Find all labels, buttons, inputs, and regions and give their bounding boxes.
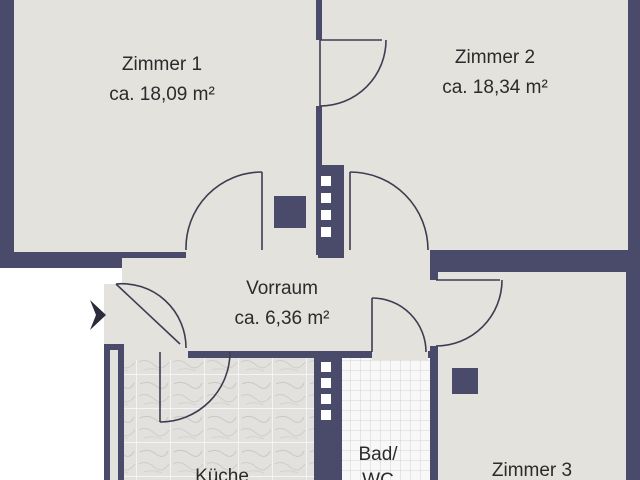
bad-name-line2: WC bbox=[362, 470, 394, 480]
room-labels: Zimmer 1 ca. 18,09 m² Zimmer 2 ca. 18,34… bbox=[109, 47, 572, 480]
floor-vorraum-entry bbox=[104, 284, 124, 344]
vorraum-area: ca. 6,36 m² bbox=[234, 308, 329, 329]
floor-kueche bbox=[124, 358, 314, 480]
kueche-name: Küche bbox=[195, 466, 249, 480]
floor-passage-right bbox=[344, 170, 430, 260]
zimmer1-name: Zimmer 1 bbox=[122, 54, 202, 75]
zimmer2-area: ca. 18,34 m² bbox=[442, 77, 548, 98]
zimmer2-name: Zimmer 2 bbox=[455, 47, 535, 68]
zimmer3-name: Zimmer 3 bbox=[492, 460, 572, 480]
chimney-square bbox=[274, 196, 306, 228]
chimney-square-zimmer3 bbox=[452, 368, 478, 394]
floor-vorraum bbox=[122, 258, 430, 351]
vorraum-name: Vorraum bbox=[246, 278, 318, 299]
zimmer1-area: ca. 18,09 m² bbox=[109, 84, 215, 105]
bad-name: Bad/ bbox=[358, 444, 398, 465]
doors bbox=[115, 39, 503, 423]
entrance-arrow-icon bbox=[90, 300, 106, 330]
room-floors bbox=[14, 0, 628, 480]
floor-bad bbox=[342, 358, 430, 480]
